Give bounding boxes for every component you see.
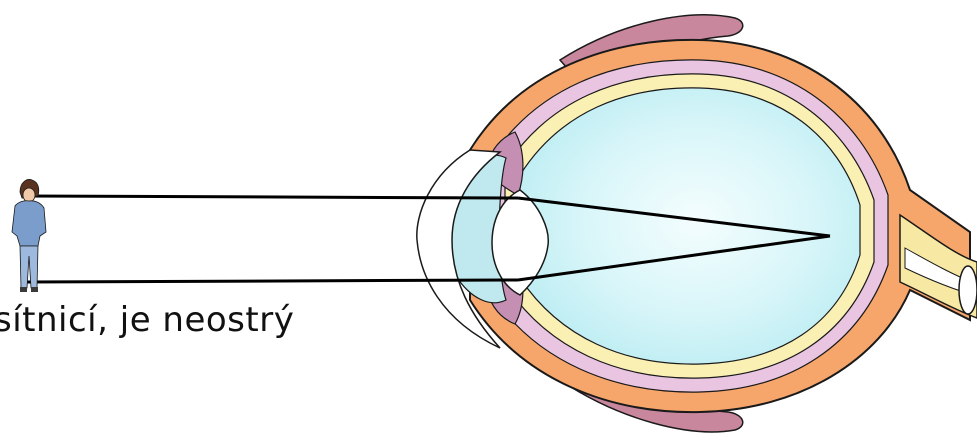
vitreous-body	[520, 88, 860, 364]
light-ray-lower	[26, 280, 518, 282]
optic-nerve-end	[959, 266, 977, 314]
caption-text: sítnicí, je neostrý	[0, 300, 294, 340]
light-ray-upper	[26, 196, 518, 198]
